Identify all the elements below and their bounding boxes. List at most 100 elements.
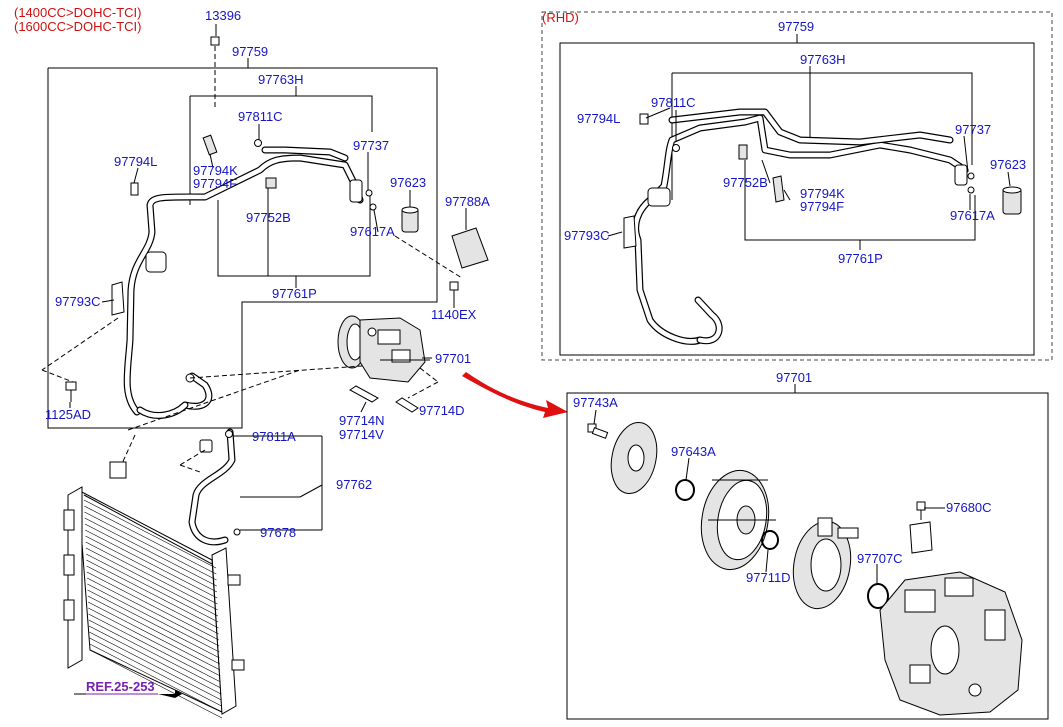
bolt-1140ex-icon — [449, 281, 459, 306]
label-97794f[interactable]: 97794F — [193, 176, 237, 191]
detail-label-97707c[interactable]: 97707C — [857, 551, 903, 566]
rhd-label-97793c[interactable]: 97793C — [564, 228, 610, 243]
rhd-bracket-97793c-icon — [623, 215, 637, 249]
label-97759[interactable]: 97759 — [232, 44, 268, 59]
condenser-fin — [85, 529, 218, 599]
rhd-o-ring-97737-icon — [967, 172, 975, 180]
snap-ring-97707c-icon — [867, 583, 889, 609]
condenser-fin — [86, 553, 219, 623]
condenser-fin — [85, 535, 218, 605]
label-97794k[interactable]: 97794K — [193, 163, 238, 178]
detail-label-97680c[interactable]: 97680C — [946, 500, 992, 515]
rhd-label-97794k[interactable]: 97794K — [800, 186, 845, 201]
label-97752b[interactable]: 97752B — [246, 210, 291, 225]
detail-label-97643a[interactable]: 97643A — [671, 444, 716, 459]
label-97811c[interactable]: 97811C — [238, 109, 283, 124]
condenser-fin — [86, 571, 220, 641]
compressor-97701-icon — [337, 315, 426, 383]
label-97701-main[interactable]: 97701 — [435, 351, 471, 366]
label-97678[interactable]: 97678 — [260, 525, 296, 540]
condenser-icon — [63, 461, 245, 719]
pipe-block-fitting — [145, 251, 167, 273]
condenser-fin — [88, 607, 221, 677]
label-97714d[interactable]: 97714D — [419, 403, 465, 418]
label-97793c[interactable]: 97793C — [55, 294, 101, 309]
rhd-label-97752b[interactable]: 97752B — [723, 175, 768, 190]
lhd-assembly — [41, 24, 489, 719]
label-97761p[interactable]: 97761P — [272, 286, 317, 301]
detail-label-97701[interactable]: 97701 — [776, 370, 812, 385]
rhd-o-ring-97617a-icon — [967, 186, 975, 194]
callout-arrow-icon — [462, 372, 568, 418]
label-97788a[interactable]: 97788A — [445, 194, 490, 209]
label-97617a[interactable]: 97617A — [350, 224, 395, 239]
nut-13396-icon — [210, 36, 220, 110]
bolt-1125ad-icon — [65, 381, 77, 402]
engine-note-1600cc: (1600CC>DOHC-TCI) — [14, 19, 142, 34]
label-97737[interactable]: 97737 — [353, 138, 389, 153]
group-box-97761p — [217, 195, 371, 277]
rhd-label-97737[interactable]: 97737 — [955, 122, 991, 137]
label-97794l[interactable]: 97794L — [114, 154, 157, 169]
label-97623[interactable]: 97623 — [390, 175, 426, 190]
engine-note-1400cc: (1400CC>DOHC-TCI) — [14, 5, 142, 20]
label-97714n[interactable]: 97714N — [339, 413, 385, 428]
rhd-ac-pipe — [632, 108, 969, 345]
rhd-clip-97794k-icon — [772, 175, 785, 203]
label-97714v[interactable]: 97714V — [339, 427, 384, 442]
snap-ring-97643a-icon — [675, 479, 695, 501]
condenser-fin — [84, 517, 217, 587]
condenser-fin — [84, 505, 217, 575]
detail-label-97711d[interactable]: 97711D — [746, 570, 791, 585]
ref-link[interactable]: REF.25-253 — [74, 679, 182, 698]
label-1140ex[interactable]: 1140EX — [431, 307, 477, 322]
condenser-fin — [87, 601, 221, 671]
rhd-group-box-97759 — [559, 42, 1035, 356]
condenser-fin — [85, 541, 218, 611]
rhd-label-97811c[interactable]: 97811C — [651, 95, 696, 110]
condenser-fin — [88, 613, 221, 683]
snap-ring-97711d-icon — [761, 530, 779, 550]
condenser-fin — [84, 523, 218, 593]
bolt-97714d-icon — [395, 397, 419, 413]
clip-97752b-icon — [265, 177, 277, 189]
condenser-fin — [89, 631, 222, 701]
front-plate-icon — [610, 421, 658, 495]
rhd-label-97761p[interactable]: 97761P — [838, 251, 883, 266]
detail-box-97701 — [566, 392, 1049, 720]
label-97811a[interactable]: 97811A — [252, 429, 296, 444]
field-coil-icon — [792, 517, 859, 610]
rhd-note: (RHD) — [542, 10, 579, 25]
rhd-label-97759[interactable]: 97759 — [778, 19, 814, 34]
bolt-97714n-icon — [349, 385, 379, 403]
o-ring-97737-icon — [365, 189, 373, 197]
o-ring-97617a-icon — [369, 203, 377, 211]
condenser-fin — [88, 625, 222, 695]
rhd-label-97623[interactable]: 97623 — [990, 157, 1026, 172]
condenser-fin — [89, 637, 222, 707]
condenser-fin — [85, 547, 219, 617]
pulley-icon — [700, 469, 776, 571]
rhd-label-97794l[interactable]: 97794L — [577, 111, 620, 126]
label-13396[interactable]: 13396 — [205, 8, 241, 23]
condenser-fin — [89, 643, 222, 713]
rhd-label-97763h[interactable]: 97763H — [800, 52, 846, 67]
bolt-97680c-icon — [909, 501, 933, 554]
condenser-fin — [86, 565, 219, 635]
condenser-fin — [84, 511, 217, 581]
detail-label-97743a[interactable]: 97743A — [573, 395, 618, 410]
clip-97794l-icon — [130, 182, 139, 196]
ref-25-253-link[interactable]: REF.25-253 — [86, 679, 155, 694]
receiver-dryer-97623-icon — [401, 206, 419, 233]
rhd-label-97794f[interactable]: 97794F — [800, 199, 844, 214]
label-1125ad[interactable]: 1125AD — [45, 407, 91, 422]
label-97763h[interactable]: 97763H — [258, 72, 304, 87]
condenser-fin — [87, 589, 220, 659]
rhd-assembly — [541, 11, 1053, 361]
group-box-97763h — [190, 95, 373, 132]
o-ring-97811c-icon — [254, 139, 262, 147]
rhd-label-97617a[interactable]: 97617A — [950, 208, 995, 223]
label-97762[interactable]: 97762 — [336, 477, 372, 492]
